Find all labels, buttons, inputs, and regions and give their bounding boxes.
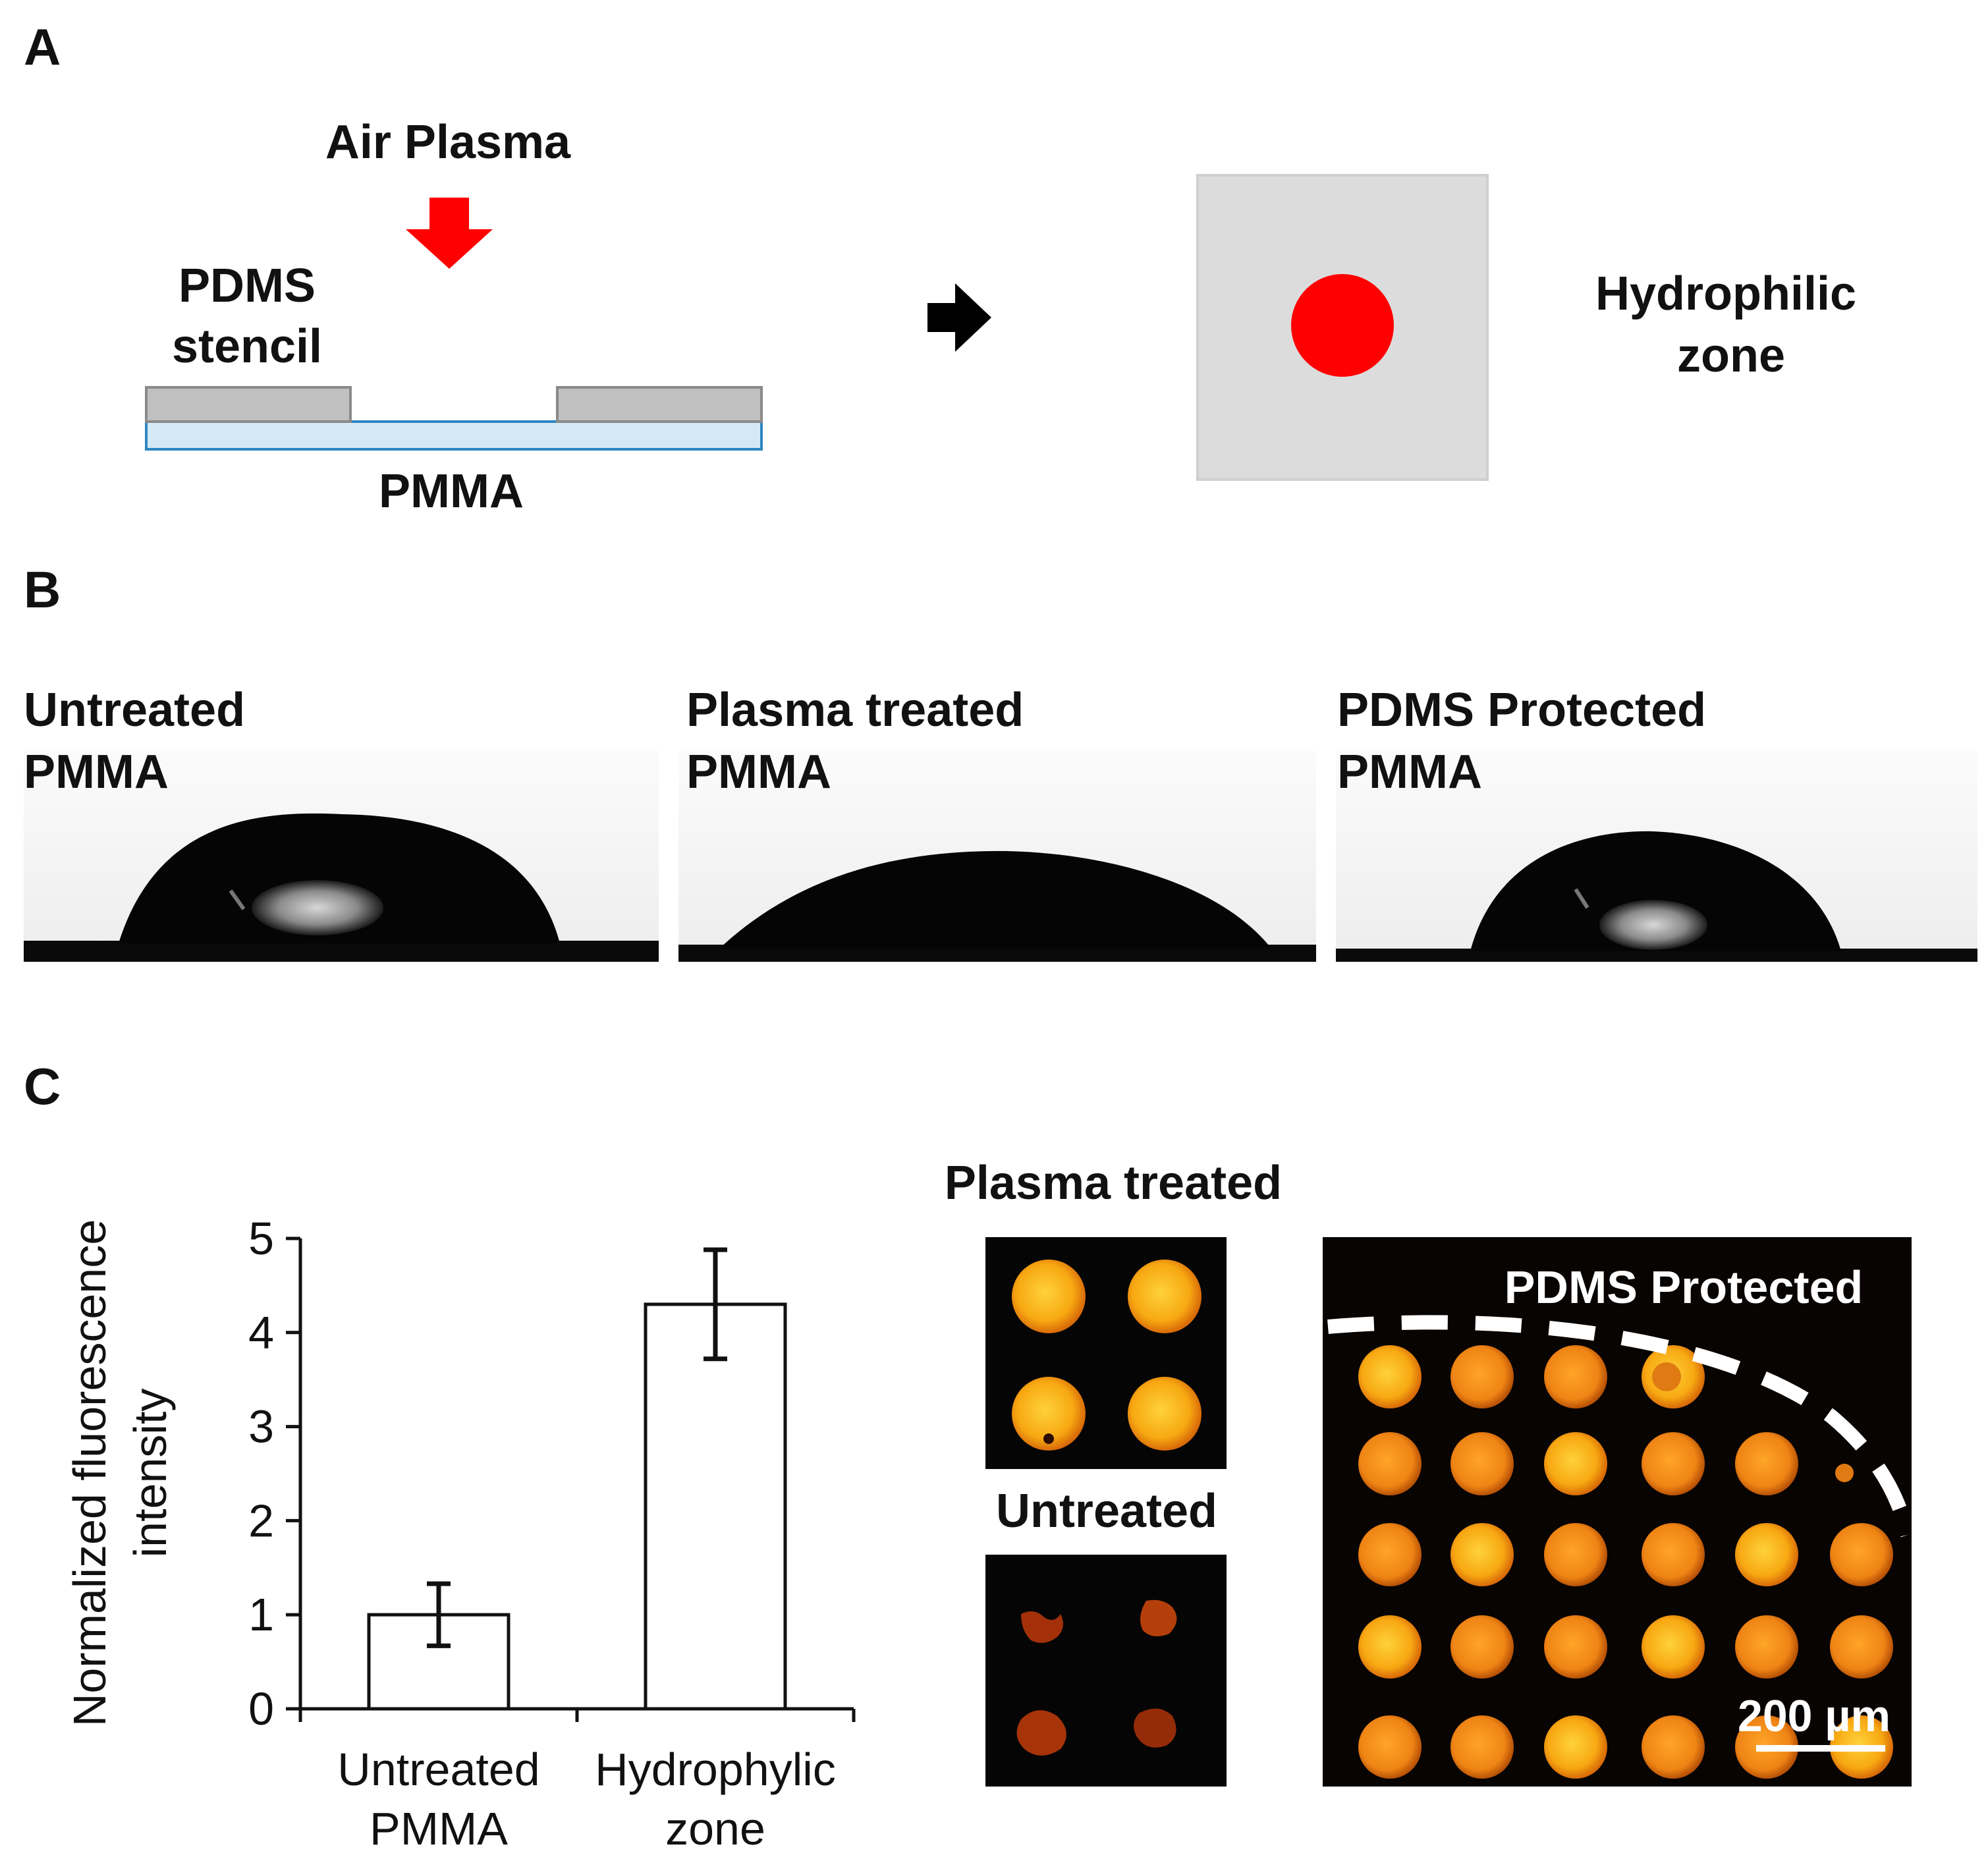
pmma-substrate [145,420,763,451]
plasma-arrow-icon [406,198,493,269]
panel-label-c: C [24,1057,61,1115]
fluorescent-spot [1450,1615,1514,1679]
fluorescent-spot [1358,1523,1422,1586]
fluorescent-spot [1544,1432,1607,1495]
fluorescent-spot [1544,1523,1607,1586]
fluorescent-spot [1642,1432,1705,1495]
micrograph-untreated [985,1555,1227,1787]
plasma-treated-pmma-label-line2: PMMA [686,746,831,798]
y-tick-label: 0 [248,1683,274,1734]
contact-angle-image-untreated [24,751,659,962]
fluorescent-spot [1642,1715,1705,1779]
y-tick-label: 5 [248,1213,274,1264]
bar [644,1302,787,1711]
plasma-treated-title: Plasma treated [945,1157,1282,1209]
fluorescent-spot [1450,1345,1514,1408]
pdms-protected-pmma-label-line2: PMMA [1337,746,1482,798]
x-tick-label: Untreated [337,1744,539,1795]
error-bar [704,1247,727,1362]
untreated-pmma-label-line1: Untreated [24,684,245,736]
micrograph-plasma-treated [985,1237,1227,1469]
y-tick-label: 4 [248,1307,274,1358]
fluorescent-spot [1358,1615,1422,1679]
fluorescent-spot [1544,1715,1607,1779]
hydrophilic-spot [1291,274,1394,377]
fluorescent-spot [1642,1615,1705,1679]
fluorescent-spot [1544,1345,1607,1408]
fluorescent-spot [1735,1432,1798,1495]
pdms-stencil-right [556,386,763,423]
hydrophilic-zone-label-line1: Hydrophilic [1595,267,1856,320]
process-arrow-icon [927,283,991,352]
y-tick-label: 1 [248,1589,274,1640]
pdms-stencil-left [145,386,352,423]
y-axis-label-line2: intensity [124,1389,176,1558]
x-tick-label: PMMA [370,1803,508,1854]
fluorescence-bar-chart: 0 1 2 3 4 5 Normalized fluorescence intensity… [64,1213,856,1854]
hydrophilic-zone-label-line2: zone [1677,329,1785,382]
error-bar [427,1581,451,1648]
fluorescent-spot [1735,1523,1798,1586]
pdms-protected-pmma-label-line1: PDMS Protected [1337,684,1706,736]
y-tick-label: 2 [248,1495,274,1546]
fluorescent-spot [1544,1615,1607,1679]
panel-label-a: A [24,18,61,76]
pmma-label: PMMA [379,465,524,518]
pdms-stencil-label-line2: stencil [172,320,322,373]
contact-angle-image-pdms-protected [1336,751,1977,962]
fluorescent-spot [1830,1615,1893,1679]
fluorescent-spot [1835,1464,1854,1482]
x-tick-label: Hydrophylic [595,1744,836,1795]
fluorescent-spot [1652,1362,1681,1391]
air-plasma-label: Air Plasma [325,116,571,169]
micrograph-pdms-protected [1323,1237,1915,1787]
panel-label-b: B [24,561,61,619]
y-axis-label-line1: Normalized fluorescence [64,1219,115,1727]
fluorescent-spot [1358,1432,1422,1495]
x-tick-label: zone [665,1803,765,1854]
y-tick-label: 3 [248,1401,274,1453]
fluorescent-spot [1642,1523,1705,1586]
pdms-protected-image-label: PDMS Protected [1505,1262,1864,1313]
scale-bar-label: 200 µm [1738,1691,1891,1741]
fluorescent-spot [1450,1432,1514,1495]
pdms-boundary-dashed-line [1327,1315,1915,1537]
contact-angle-image-plasma-treated [678,751,1316,962]
untreated-pmma-label-line2: PMMA [24,746,169,798]
plasma-treated-pmma-label-line1: Plasma treated [686,684,1024,736]
fluorescent-spot [1358,1715,1422,1779]
untreated-title: Untreated [996,1485,1217,1538]
fluorescent-spot [1735,1615,1798,1679]
fluorescent-spot [1830,1523,1893,1586]
fluorescent-spot [1358,1345,1422,1408]
fluorescent-spot [1450,1523,1514,1586]
pdms-stencil-label-line1: PDMS [179,260,316,312]
fluorescent-spot [1450,1715,1514,1779]
